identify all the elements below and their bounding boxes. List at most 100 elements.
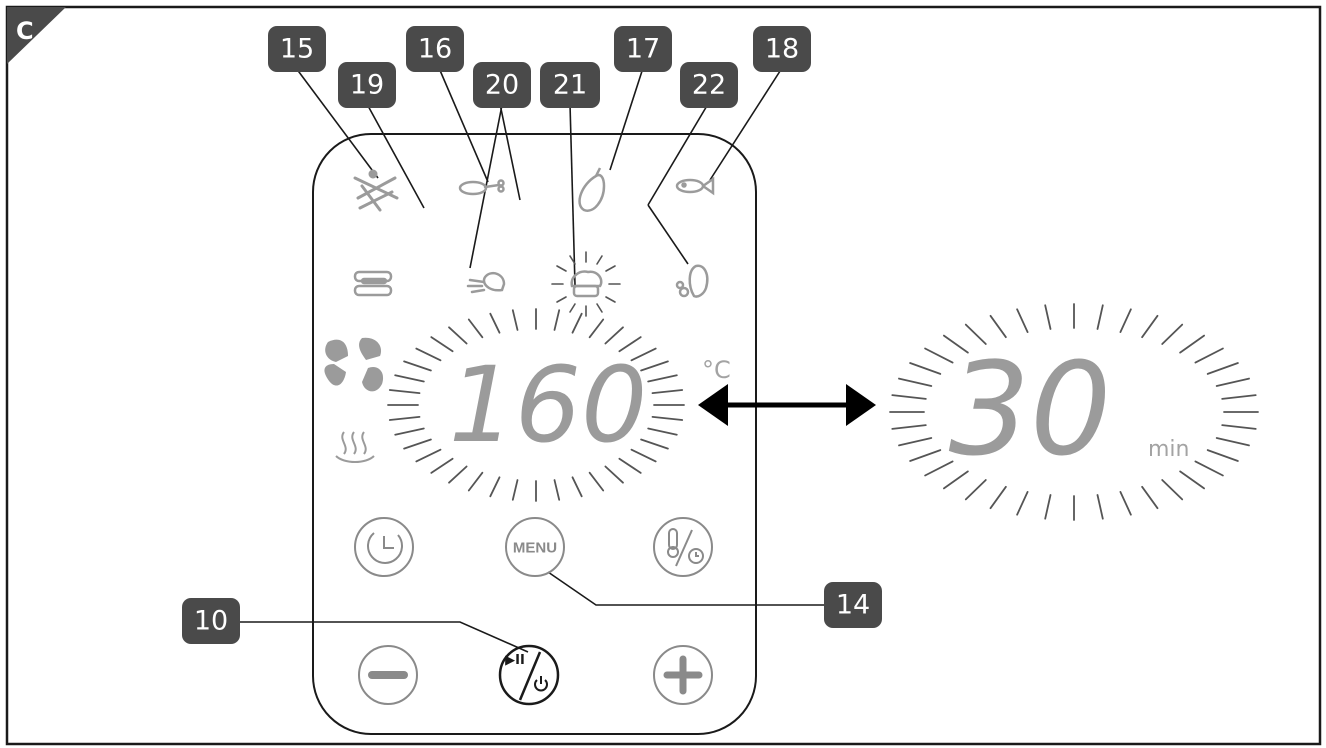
badge-16: 16	[406, 26, 464, 72]
display-ray	[403, 438, 432, 450]
display-ray	[1194, 347, 1224, 364]
display-ray	[630, 448, 657, 463]
display-ray	[448, 326, 468, 345]
svg-text:20: 20	[485, 70, 519, 101]
display-ray	[651, 389, 684, 395]
timer-icon	[367, 532, 403, 564]
display-ray	[647, 427, 678, 436]
start-power-button[interactable]: ▶II	[498, 644, 560, 706]
display-ray	[1179, 334, 1205, 354]
fan-icon[interactable]	[324, 337, 384, 392]
display-ray	[489, 476, 501, 498]
display-ray	[430, 336, 454, 353]
display-ray	[1016, 490, 1029, 516]
badge-20: 20	[473, 62, 531, 108]
display-ray	[588, 471, 605, 492]
leg-icon[interactable]	[578, 167, 606, 212]
minus-button[interactable]	[358, 645, 418, 705]
svg-text:14: 14	[836, 590, 870, 621]
temperature-rays	[387, 308, 685, 502]
timer-button[interactable]	[354, 517, 414, 577]
plus-button[interactable]	[653, 645, 713, 705]
menu-button[interactable]: MENU	[505, 517, 565, 577]
display-ray	[891, 424, 927, 430]
display-ray	[924, 347, 954, 364]
svg-text:18: 18	[765, 34, 799, 65]
time-rays	[889, 303, 1259, 521]
display-ray	[1119, 490, 1132, 516]
control-panel	[312, 133, 757, 735]
display-ray	[1221, 424, 1257, 430]
display-ray	[467, 471, 484, 492]
display-ray	[943, 470, 969, 490]
badge-18: 18	[753, 26, 811, 72]
display-ray	[651, 415, 684, 421]
svg-text:17: 17	[626, 34, 660, 65]
display-ray	[1044, 494, 1052, 520]
display-ray	[647, 374, 678, 383]
display-ray	[1096, 494, 1104, 520]
display-ray	[588, 318, 605, 339]
fries-icon[interactable]	[353, 169, 399, 212]
display-ray	[1141, 314, 1159, 339]
display-ray	[1206, 362, 1239, 375]
display-ray	[489, 312, 501, 334]
display-ray	[898, 437, 933, 447]
time-value: 30	[949, 336, 1112, 485]
steak-icon[interactable]	[353, 270, 393, 297]
time-unit: min	[1148, 437, 1190, 462]
double-arrow	[698, 384, 876, 426]
display-ray	[430, 457, 454, 474]
display-ray	[1215, 437, 1250, 447]
temp-time-button[interactable]	[653, 517, 713, 577]
badge-17: 17	[614, 26, 672, 72]
display-ray	[943, 334, 969, 354]
svg-text:16: 16	[418, 34, 452, 65]
display-ray	[553, 479, 561, 501]
display-ray	[891, 394, 927, 400]
svg-text:19: 19	[350, 70, 384, 101]
display-ray	[989, 485, 1007, 510]
display-ray	[1044, 304, 1052, 330]
play-pause-label: ▶II	[505, 653, 525, 668]
plus-icon	[663, 655, 703, 695]
vegetables-icon[interactable]	[675, 264, 709, 298]
display-ray	[1221, 394, 1257, 400]
svg-text:22: 22	[692, 70, 726, 101]
display-ray	[415, 448, 442, 463]
display-ray	[640, 438, 669, 450]
menu-button-label: MENU	[513, 540, 557, 557]
display-ray	[924, 460, 954, 477]
display-ray	[1141, 485, 1159, 510]
shrimp-icon[interactable]	[466, 272, 506, 294]
heat-icon[interactable]	[335, 431, 375, 463]
display-ray	[964, 479, 987, 501]
display-ray	[571, 312, 583, 334]
display-ray	[989, 314, 1007, 339]
svg-text:21: 21	[553, 70, 587, 101]
display-ray	[1161, 323, 1184, 345]
display-ray	[618, 457, 642, 474]
temp-time-icon	[667, 528, 704, 567]
display-ray	[630, 347, 657, 362]
badge-10: 10	[182, 598, 240, 644]
svg-text:10: 10	[194, 606, 228, 637]
display-ray	[640, 360, 669, 372]
badge-22: 22	[680, 62, 738, 108]
display-ray	[511, 309, 519, 331]
display-ray	[467, 318, 484, 339]
svg-text:15: 15	[280, 34, 314, 65]
fish-icon[interactable]	[675, 176, 715, 196]
display-ray	[618, 336, 642, 353]
display-ray	[1161, 479, 1184, 501]
badge-19: 19	[338, 62, 396, 108]
display-ray	[1206, 449, 1239, 462]
cake-icon[interactable]	[570, 270, 603, 298]
drumstick-icon[interactable]	[458, 179, 505, 196]
corner-tab	[7, 7, 66, 64]
display-ray	[394, 427, 425, 436]
leader-lines	[230, 67, 826, 653]
display-ray	[388, 389, 421, 395]
